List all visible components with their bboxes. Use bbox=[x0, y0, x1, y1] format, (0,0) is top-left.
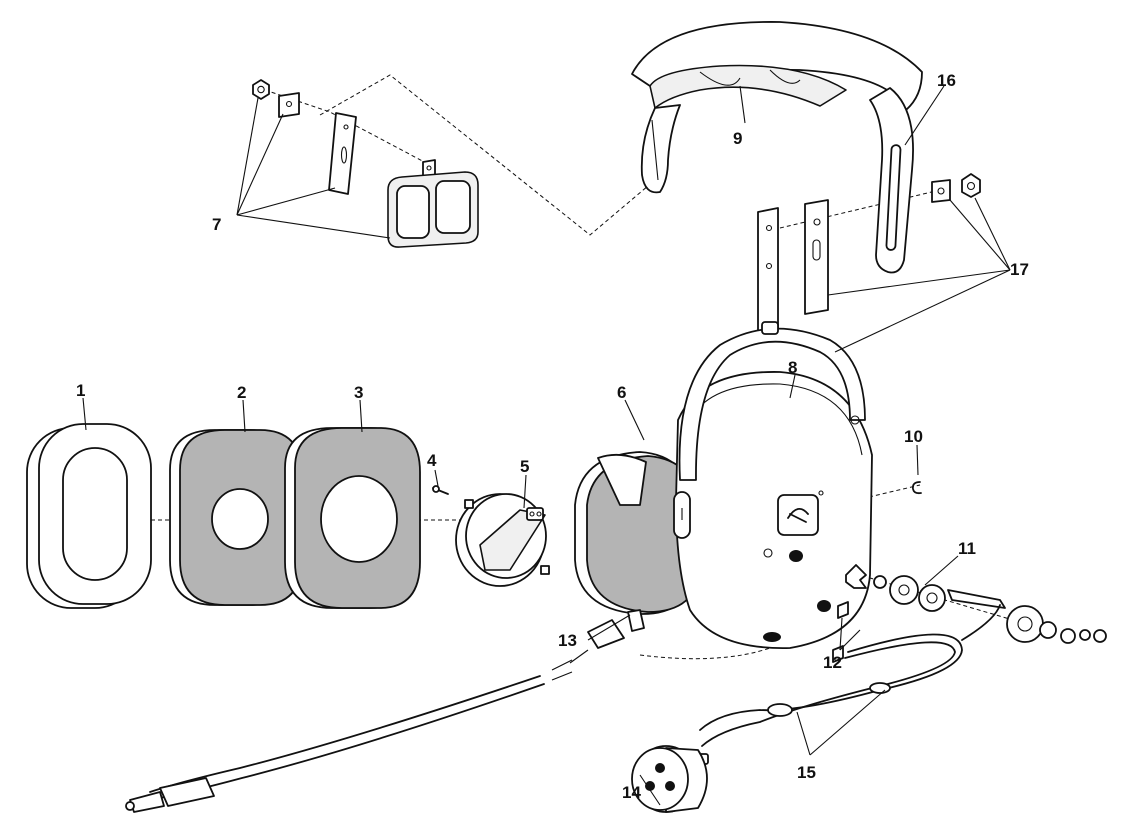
callout-6: 6 bbox=[617, 383, 626, 402]
part-5-speaker bbox=[455, 493, 550, 587]
part-1-ear-seal bbox=[26, 423, 152, 609]
part-3-foam-ring bbox=[284, 427, 421, 609]
part-7-headpad-hardware bbox=[252, 79, 479, 248]
callout-8: 8 bbox=[788, 358, 797, 377]
part-4-screw bbox=[432, 485, 449, 495]
callout-11: 11 bbox=[958, 539, 976, 558]
leader-lines bbox=[82, 85, 1011, 806]
callout-17: 17 bbox=[1010, 260, 1029, 279]
callout-9: 9 bbox=[733, 129, 742, 148]
callout-13: 13 bbox=[558, 631, 577, 650]
callout-14: 14 bbox=[622, 783, 641, 802]
part-8-earcup-housing bbox=[673, 371, 873, 649]
callout-15: 15 bbox=[797, 763, 816, 782]
callout-16: 16 bbox=[937, 71, 956, 90]
part-10-retaining-clip bbox=[911, 481, 922, 495]
callout-5: 5 bbox=[520, 457, 529, 476]
callout-12: 12 bbox=[823, 653, 842, 672]
callout-4: 4 bbox=[427, 451, 437, 470]
part-16-headband bbox=[631, 21, 923, 274]
part-13-cord-strain-relief bbox=[125, 609, 645, 813]
callout-10: 10 bbox=[904, 427, 923, 446]
headband-yoke bbox=[678, 321, 866, 481]
callout-7: 7 bbox=[212, 215, 221, 234]
part-14-mic-element bbox=[631, 745, 708, 813]
part-17-adjuster-hardware bbox=[757, 173, 981, 335]
callout-2: 2 bbox=[237, 383, 246, 402]
part-2-foam-ring bbox=[169, 429, 303, 606]
callout-3: 3 bbox=[354, 383, 363, 402]
part-11-mic-hardware bbox=[845, 564, 1107, 644]
callout-1: 1 bbox=[76, 381, 85, 400]
callout-numbers: 1 2 3 4 5 6 7 8 9 10 11 12 13 14 15 16 1… bbox=[76, 71, 1029, 802]
